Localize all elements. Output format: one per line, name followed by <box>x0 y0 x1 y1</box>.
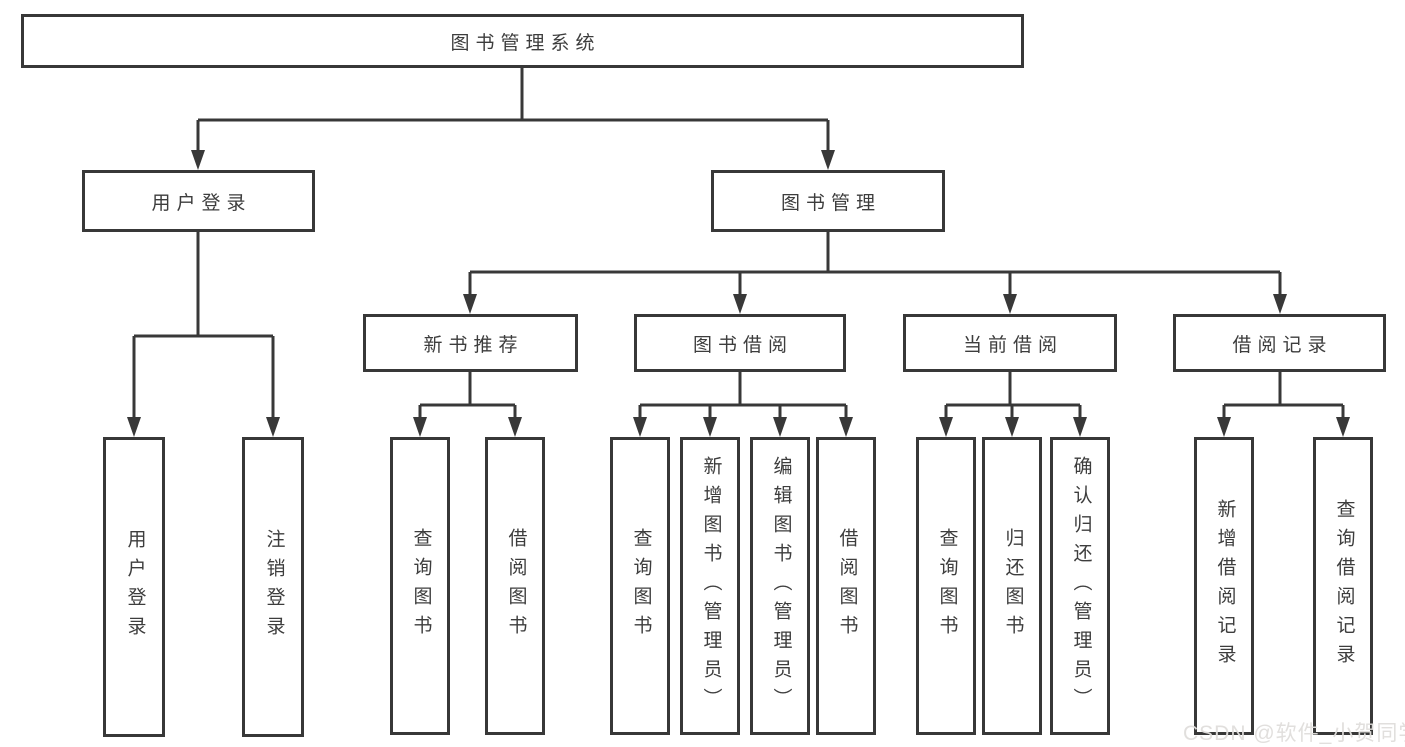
leaf-recommend-borrow-book: 借阅图书 <box>485 437 545 735</box>
csdn-watermark: CSDN @软件_小贺同学 <box>1183 722 1405 745</box>
leaf-borrow-edit-book-admin: 编辑图书（管理员） <box>750 437 810 735</box>
leaf-user-login: 用户登录 <box>103 437 165 737</box>
node-borrow-record: 借阅记录 <box>1173 314 1386 372</box>
node-book-borrow: 图书借阅 <box>634 314 846 372</box>
leaf-borrow-borrow-book: 借阅图书 <box>816 437 876 735</box>
node-root: 图书管理系统 <box>21 14 1024 68</box>
node-user-login: 用户登录 <box>82 170 315 232</box>
leaf-record-query: 查询借阅记录 <box>1313 437 1373 735</box>
leaf-recommend-query-book: 查询图书 <box>390 437 450 735</box>
leaf-logout: 注销登录 <box>242 437 304 737</box>
node-new-book-recommend: 新书推荐 <box>363 314 578 372</box>
leaf-current-confirm-return-admin: 确认归还（管理员） <box>1050 437 1110 735</box>
leaf-record-add: 新增借阅记录 <box>1194 437 1254 735</box>
leaf-current-query-book: 查询图书 <box>916 437 976 735</box>
leaf-current-return-book: 归还图书 <box>982 437 1042 735</box>
node-current-borrow: 当前借阅 <box>903 314 1117 372</box>
node-book-management: 图书管理 <box>711 170 945 232</box>
leaf-borrow-query-book: 查询图书 <box>610 437 670 735</box>
leaf-borrow-add-book-admin: 新增图书（管理员） <box>680 437 740 735</box>
